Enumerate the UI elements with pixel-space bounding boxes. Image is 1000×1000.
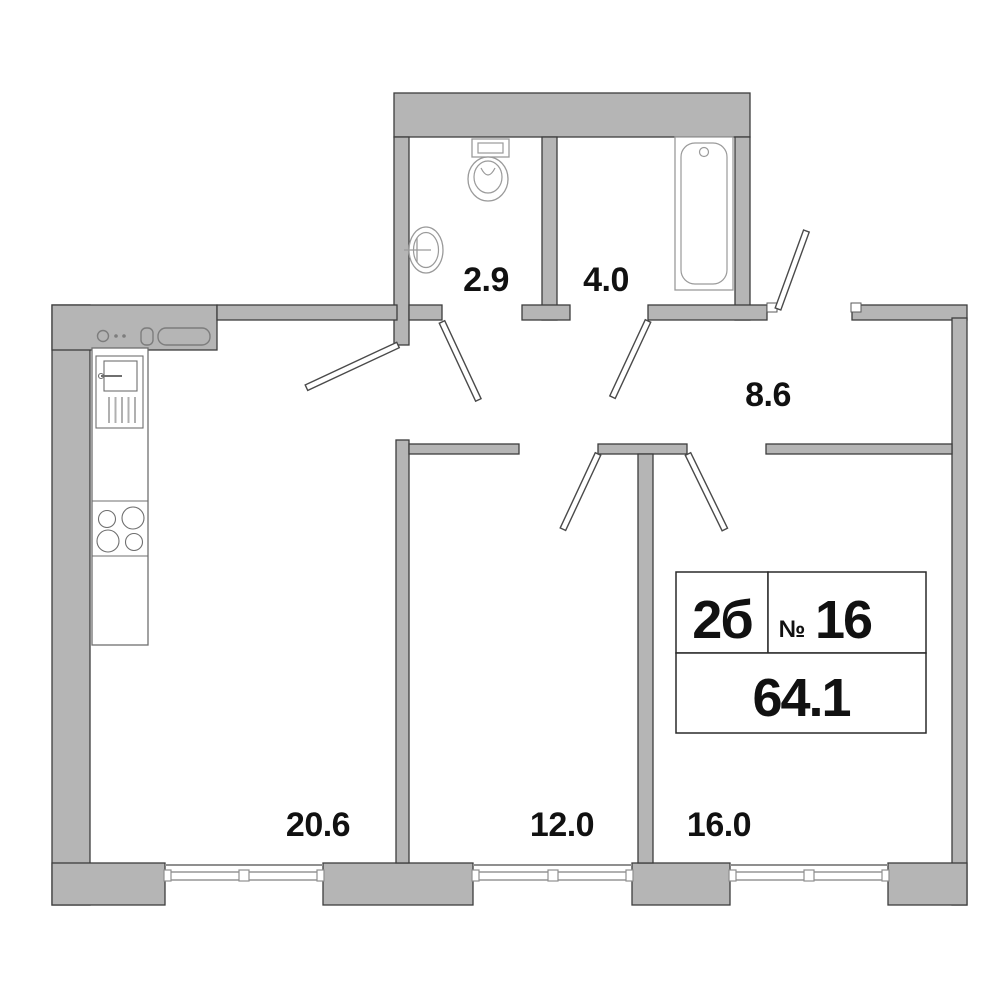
door-bedroom2-leaf <box>684 451 729 532</box>
wall-bottom-pier-c <box>631 862 731 906</box>
vent-duct-small-icon <box>140 327 154 346</box>
window-mullion <box>803 869 815 882</box>
wall-top-right <box>851 304 968 321</box>
window-bedroom1 <box>471 864 634 882</box>
kitchen-stove <box>92 500 148 557</box>
bedroom2-area-label: 16.0 <box>687 806 751 844</box>
apartment-number: 16 <box>815 590 872 650</box>
room-labels: 2.9 4.0 8.6 20.6 12.0 16.0 <box>286 261 791 844</box>
burner-icon <box>124 532 144 552</box>
window-mullion <box>547 869 559 882</box>
door-entrance-leaf <box>774 229 811 311</box>
vent-dot-icon <box>122 334 126 338</box>
total-area-label: 64.1 <box>752 668 850 728</box>
wall-bedroom1-bedroom2 <box>637 453 654 864</box>
title-block-area-cell <box>675 652 927 734</box>
wall-vent-symbols <box>96 327 211 346</box>
wall-top-b <box>408 304 443 321</box>
wall-wc-left <box>393 136 410 346</box>
wall-outer-right <box>951 317 968 906</box>
wall-outer-left <box>51 304 91 906</box>
bedroom1-area-label: 12.0 <box>530 806 594 844</box>
window-jamb <box>316 869 325 882</box>
living-kitchen-area-label: 20.6 <box>286 806 350 844</box>
counter-outline <box>91 347 149 646</box>
burner-icon <box>97 509 117 529</box>
wall-bedroom1-top <box>408 443 520 455</box>
toilet-tank-inner <box>477 142 504 154</box>
vent-duct-large-icon <box>157 327 211 346</box>
bathtub-inner <box>680 142 728 285</box>
number-sign: № <box>779 616 806 643</box>
vent-circle-icon <box>96 329 110 343</box>
window-jamb <box>625 869 634 882</box>
window-mullion <box>238 869 250 882</box>
wall-top-c <box>647 304 768 321</box>
hallway-area-label: 8.6 <box>745 376 791 414</box>
wall-top-section <box>393 92 751 138</box>
doors <box>304 229 811 532</box>
door-bedroom1-leaf <box>559 451 602 532</box>
wall-bottom-pier-a <box>51 862 166 906</box>
wall-wc-bath-divider <box>541 136 558 321</box>
title-block-type-cell <box>675 571 769 654</box>
wall-bath-right <box>734 136 751 321</box>
windows <box>163 864 890 882</box>
wall-top-a <box>216 304 398 321</box>
window-jamb <box>471 869 480 882</box>
bathtub-drain <box>698 146 710 158</box>
door-wc-leaf <box>438 319 482 403</box>
window-jamb <box>163 869 172 882</box>
apartment-type-label: 2б <box>692 590 752 650</box>
toilet-flush-mark <box>480 167 496 176</box>
kitchen-sink-module <box>95 355 144 429</box>
vent-dot-icon <box>114 334 118 338</box>
toilet-bowl-inner <box>473 160 503 194</box>
kitchen-drainer-icon <box>108 397 136 423</box>
washbasin-faucet-icon <box>404 238 431 262</box>
entrance-door-stop-right <box>850 302 862 313</box>
bathtub-outer <box>674 136 734 291</box>
title-block: 2б № 16 64.1 <box>675 571 927 734</box>
wall-top-pier <box>521 304 571 321</box>
toilet <box>467 138 510 202</box>
door-bathroom-leaf <box>608 318 652 400</box>
wall-bedroom2-top <box>765 443 953 455</box>
bathroom-area-label: 4.0 <box>583 261 629 299</box>
window-jamb <box>728 869 737 882</box>
title-block-number-cell <box>767 571 927 654</box>
kitchen-counter <box>91 347 149 646</box>
toilet-bowl <box>467 156 509 202</box>
window-jamb <box>881 869 890 882</box>
window-bedroom2 <box>728 864 890 882</box>
bathtub <box>674 136 734 291</box>
wall-bottom-pier-d <box>887 862 968 906</box>
wc-area-label: 2.9 <box>463 261 509 299</box>
wall-living-bedroom1 <box>395 439 410 864</box>
wall-bottom-pier-b <box>322 862 474 906</box>
walls <box>51 92 968 906</box>
wall-door-tbar <box>597 443 688 455</box>
door-living-leaf <box>304 341 401 392</box>
burner-icon <box>121 506 145 530</box>
window-living <box>163 864 325 882</box>
washbasin <box>404 226 444 274</box>
kitchen-faucet-icon <box>97 372 122 380</box>
burner-icon <box>96 529 120 553</box>
